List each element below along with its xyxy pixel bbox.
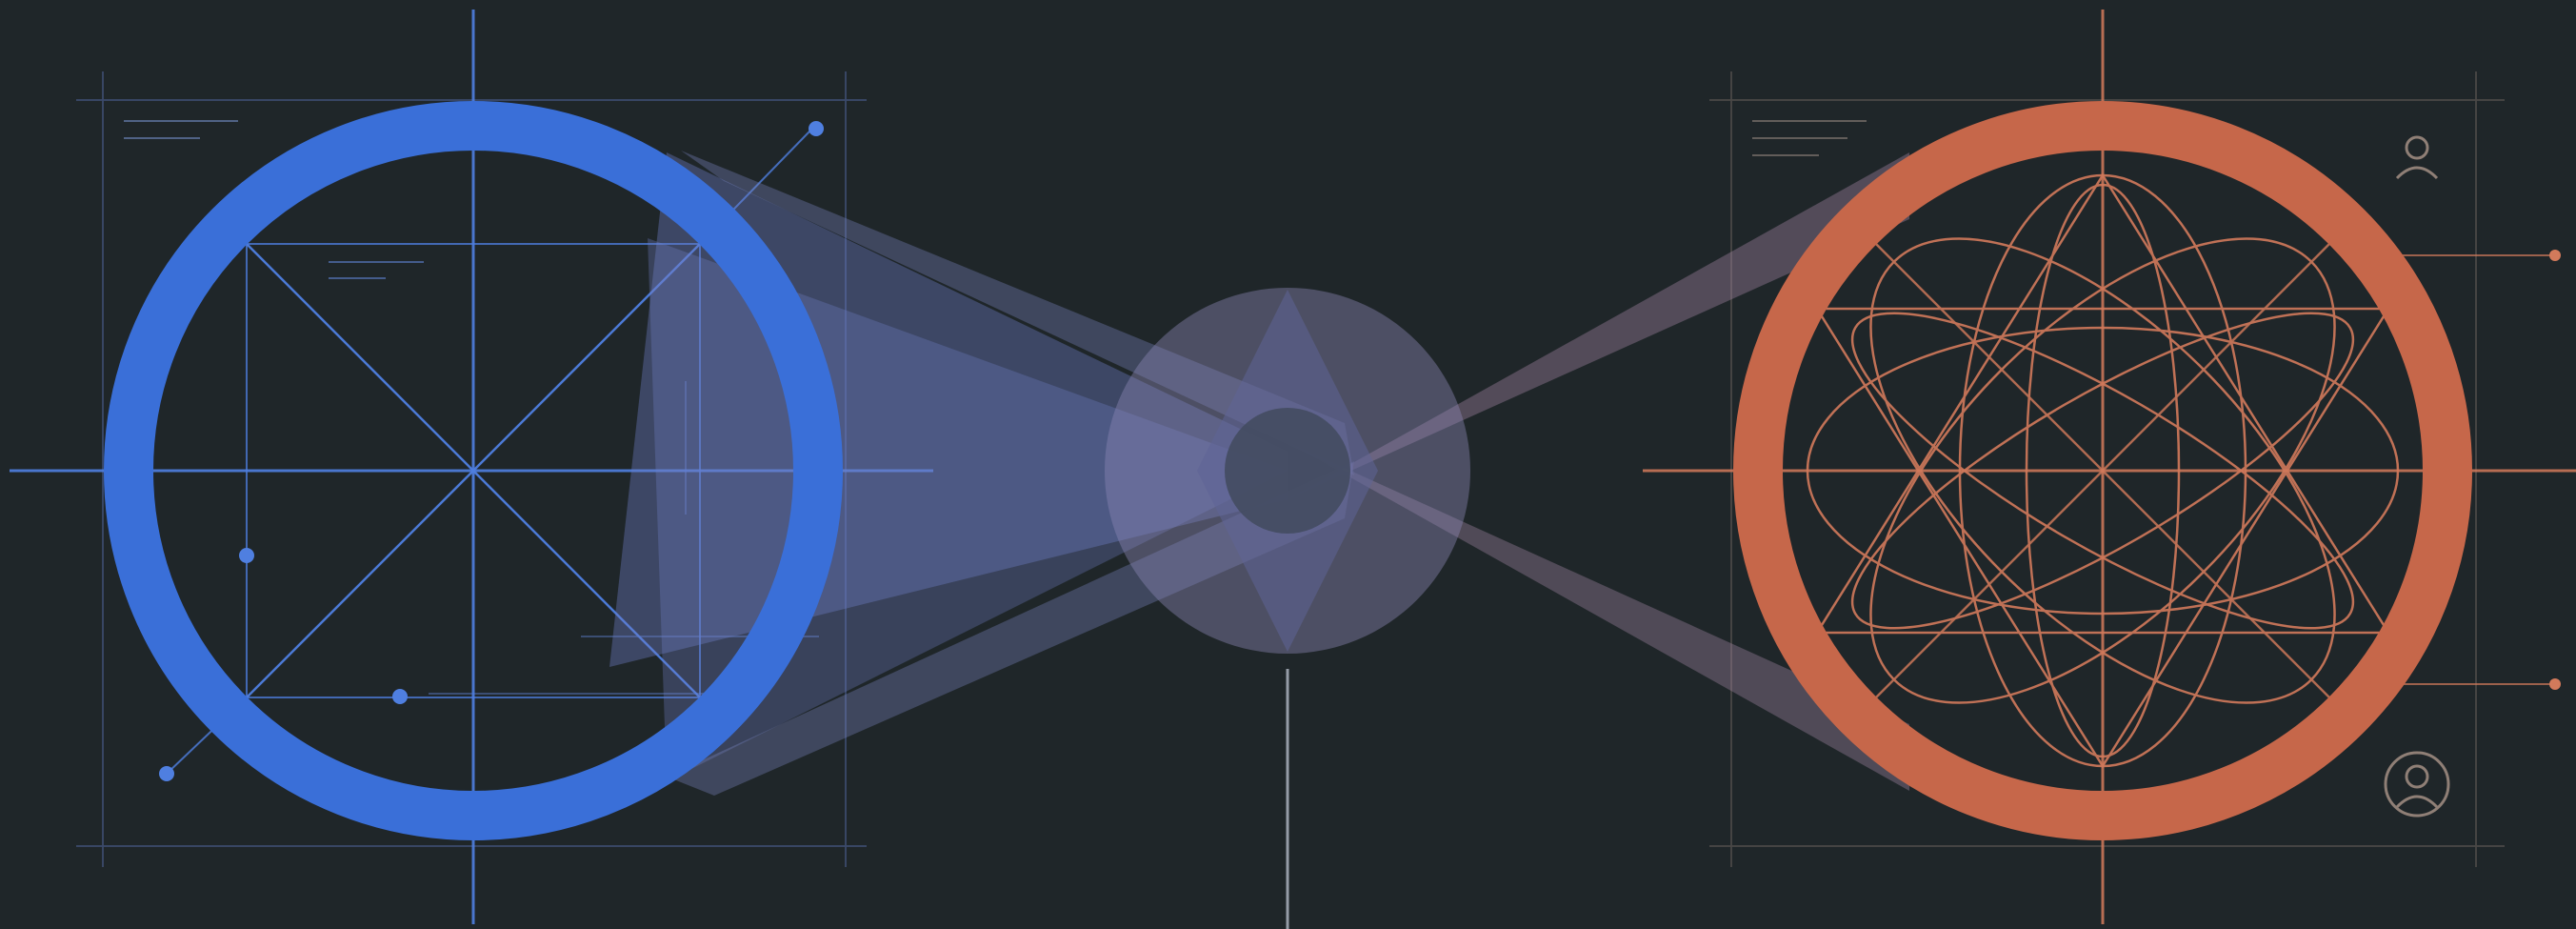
dot-marker-icon bbox=[809, 121, 824, 136]
dot-marker-icon bbox=[2549, 250, 2561, 261]
dot-marker-icon bbox=[239, 548, 254, 563]
dot-marker-icon bbox=[2549, 678, 2561, 690]
center-core bbox=[1225, 408, 1350, 534]
dot-marker-icon bbox=[392, 689, 408, 704]
dot-marker-icon bbox=[159, 766, 174, 781]
